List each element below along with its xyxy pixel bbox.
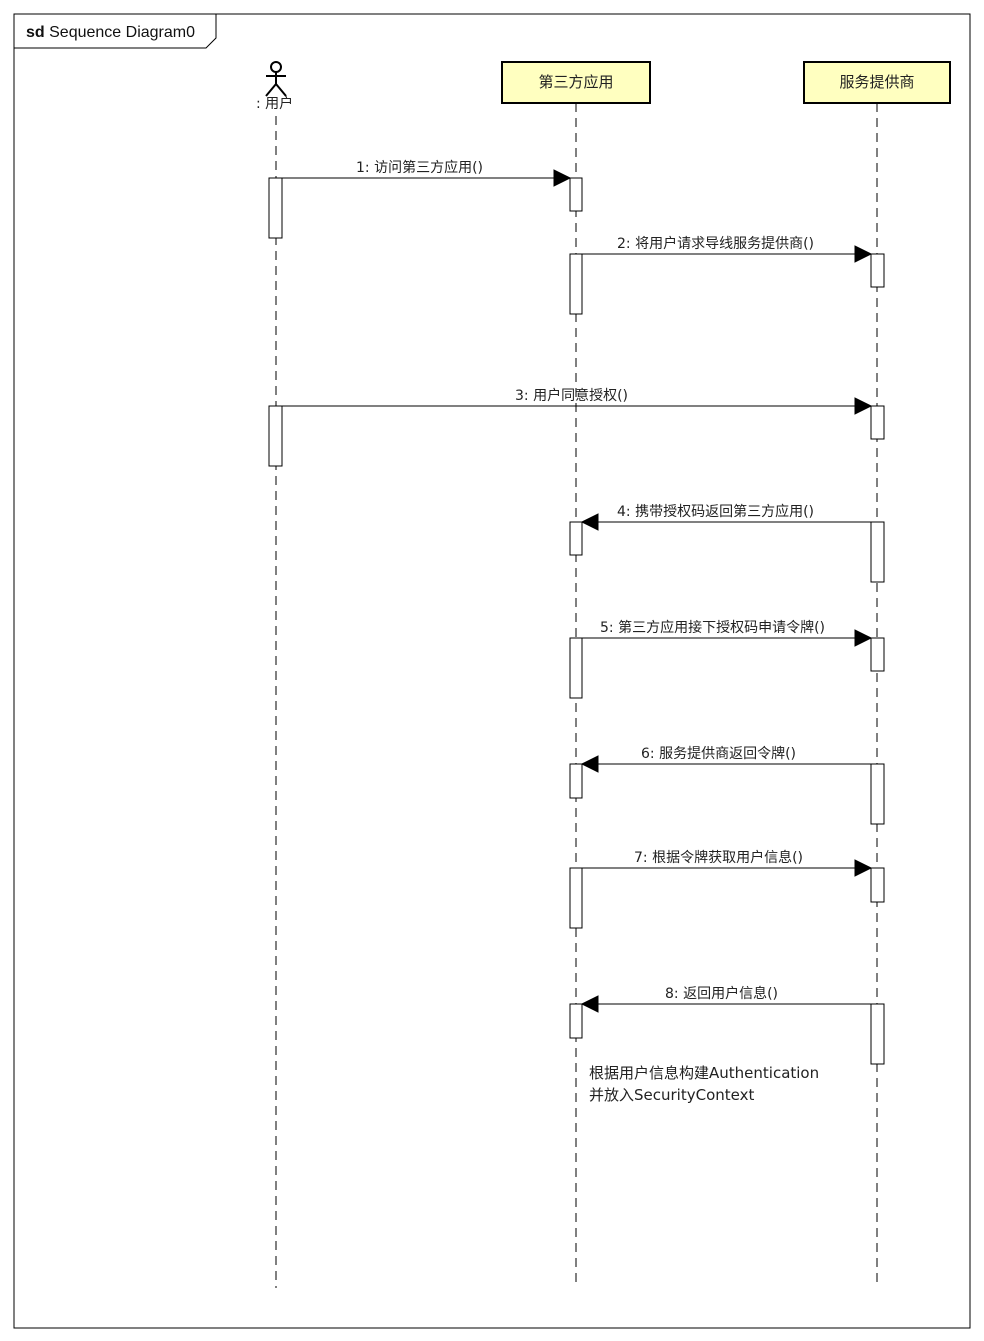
note-line-1: 根据用户信息构建Authentication bbox=[589, 1064, 820, 1082]
activation-bar bbox=[569, 637, 583, 699]
frame-title: sd Sequence Diagram0 bbox=[26, 24, 195, 42]
participant-provider-label: 服务提供商 bbox=[839, 72, 915, 91]
activation-bar bbox=[569, 867, 583, 929]
frame-name: Sequence Diagram0 bbox=[49, 24, 195, 41]
activation-bar bbox=[870, 1003, 885, 1065]
participant-app-label: 第三方应用 bbox=[538, 72, 614, 91]
frame-title-tab bbox=[14, 14, 217, 49]
activation-bar bbox=[569, 253, 583, 315]
message-2-arrowhead bbox=[854, 245, 873, 263]
message-5-arrowhead bbox=[854, 629, 873, 647]
message-8-arrowhead bbox=[580, 995, 599, 1013]
message-arrows bbox=[282, 169, 873, 1013]
message-3-label: 3: 用户同意授权() bbox=[515, 388, 628, 404]
message-4-label: 4: 携带授权码返回第三方应用() bbox=[617, 504, 814, 520]
frame-keyword: sd bbox=[26, 24, 45, 41]
message-3-arrowhead bbox=[854, 397, 873, 415]
activation-bar bbox=[569, 177, 583, 212]
note-line-2: 并放入SecurityContext bbox=[589, 1086, 755, 1104]
message-5-label: 5: 第三方应用接下授权码申请令牌() bbox=[600, 620, 825, 636]
participant-provider-box bbox=[803, 61, 951, 104]
activation-bar bbox=[870, 253, 885, 288]
activation-bar bbox=[569, 763, 583, 799]
message-7-label: 7: 根据令牌获取用户信息() bbox=[634, 850, 803, 866]
message-7-arrowhead bbox=[854, 859, 873, 877]
activation-bar bbox=[870, 637, 885, 672]
message-6-arrowhead bbox=[580, 755, 599, 773]
activation-bar bbox=[569, 521, 583, 556]
activation-bar bbox=[870, 867, 885, 903]
message-8-label: 8: 返回用户信息() bbox=[665, 986, 778, 1002]
activation-bar bbox=[870, 763, 885, 825]
message-1-arrowhead bbox=[553, 169, 572, 187]
activation-bar bbox=[268, 177, 283, 239]
actor-user-icon bbox=[265, 61, 287, 97]
message-1-label: 1: 访问第三方应用() bbox=[356, 160, 483, 176]
activation-bar bbox=[870, 521, 885, 583]
participant-app-box bbox=[501, 61, 651, 104]
message-6-label: 6: 服务提供商返回令牌() bbox=[641, 746, 796, 762]
message-4-arrowhead bbox=[580, 513, 599, 531]
activation-bar bbox=[268, 405, 283, 467]
activation-bars bbox=[268, 177, 885, 1065]
diagram-frame bbox=[13, 13, 971, 1329]
activation-bar bbox=[569, 1003, 583, 1039]
participant-user-label: : 用户 bbox=[256, 96, 294, 112]
activation-bar bbox=[870, 405, 885, 440]
message-2-label: 2: 将用户请求导线服务提供商() bbox=[617, 236, 814, 252]
